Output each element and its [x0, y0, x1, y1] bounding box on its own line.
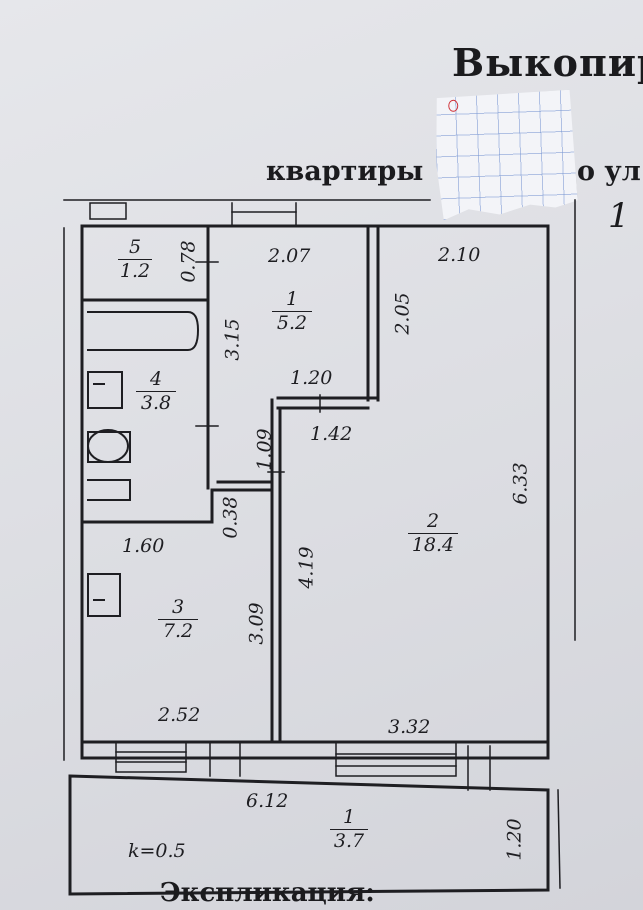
bottom-windows: [115, 741, 491, 791]
dimension-label: 3.09: [245, 602, 268, 645]
room-number: 5: [118, 238, 152, 260]
dimension-label: 1.09: [253, 428, 276, 471]
dimension-label: 1.20: [290, 367, 333, 389]
room-5-label: 5 1.2: [118, 238, 152, 281]
room-area: 3.8: [140, 392, 172, 414]
dimension-label: 2.52: [158, 704, 201, 726]
dimension-label: 1.60: [122, 535, 165, 557]
document-number: 1: [608, 196, 630, 236]
room-number: 2: [408, 512, 458, 534]
balcony-outline: [68, 774, 561, 896]
top-window: [89, 202, 297, 227]
balcony-label: 1 3.7: [330, 808, 368, 851]
dimension-label: 3.15: [221, 318, 244, 361]
dimension-label: 6.33: [509, 462, 532, 505]
dimension-label: 2.07: [268, 245, 311, 267]
room-area: 1.2: [119, 260, 151, 282]
balcony-number: 1: [330, 808, 368, 830]
dimension-label: 1.20: [503, 818, 526, 861]
document-subtitle-tail: о ул: [577, 156, 641, 187]
room-area: 7.2: [162, 620, 194, 642]
room-number: 1: [272, 290, 312, 312]
dimension-label: 6.12: [246, 790, 289, 812]
interior-walls: [80, 224, 550, 744]
bathroom-fixtures: [87, 311, 200, 617]
dimension-label: 3.32: [388, 716, 431, 738]
room-area: 18.4: [411, 534, 455, 556]
room-number: 4: [136, 370, 176, 392]
document-title: Выкопир: [452, 40, 643, 85]
room-2-label: 2 18.4: [408, 512, 458, 555]
balcony-area: 3.7: [333, 830, 365, 852]
dimension-ticks: [195, 261, 321, 473]
dimension-label: 0.38: [219, 496, 242, 539]
room-3-label: 3 7.2: [158, 598, 198, 641]
document-subtitle: квартиры: [266, 156, 424, 187]
dimension-label: 1.42: [310, 423, 353, 445]
dimension-label: 4.19: [295, 546, 318, 589]
outer-walls: [63, 199, 576, 761]
room-area: 5.2: [276, 312, 308, 334]
dimension-label: 2.05: [391, 292, 414, 335]
room-4-label: 4 3.8: [136, 370, 176, 413]
room-number: 3: [158, 598, 198, 620]
dimension-label: 0.78: [177, 240, 200, 283]
balcony-coefficient: k=0.5: [128, 840, 186, 862]
explication-heading: Экспликация:: [160, 878, 375, 908]
room-1-label: 1 5.2: [272, 290, 312, 333]
dimension-label: 2.10: [438, 244, 481, 266]
